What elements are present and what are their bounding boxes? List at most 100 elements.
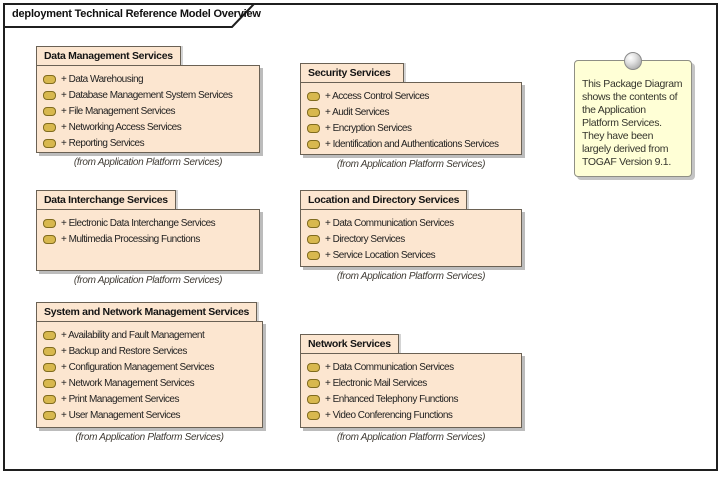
package-item[interactable]: + Electronic Mail Services (307, 375, 521, 391)
package-system-and-network-management-services: System and Network Management Services +… (36, 302, 263, 443)
package-element-icon (43, 138, 56, 148)
package-item[interactable]: + Networking Access Services (43, 119, 259, 135)
package-tab[interactable]: System and Network Management Services (36, 302, 258, 321)
package-element-icon (43, 330, 56, 340)
package-tab[interactable]: Data Interchange Services (36, 190, 176, 209)
package-item[interactable]: + Reporting Services (43, 135, 259, 151)
package-item-label: + File Management Services (61, 105, 176, 117)
package-element-icon (307, 250, 320, 260)
package-item-label: + Data Warehousing (61, 73, 144, 85)
package-item-label: + Data Communication Services (325, 361, 454, 373)
package-item[interactable]: + Video Conferencing Functions (307, 407, 521, 423)
package-item[interactable]: + Print Management Services (43, 391, 262, 407)
package-tab[interactable]: Network Services (300, 334, 399, 353)
package-element-icon (43, 410, 56, 420)
package-item[interactable]: + Audit Services (307, 104, 521, 120)
pin-icon (624, 52, 642, 70)
package-name: Data Management Services (44, 50, 173, 62)
package-item-label: + Configuration Management Services (61, 361, 214, 373)
package-body[interactable]: + Data Warehousing + Database Management… (36, 65, 260, 153)
package-body[interactable]: + Electronic Data Interchange Services +… (36, 209, 260, 271)
package-item-label: + Multimedia Processing Functions (61, 233, 200, 245)
package-item[interactable]: + Multimedia Processing Functions (43, 231, 259, 247)
package-element-icon (43, 90, 56, 100)
package-element-icon (43, 218, 56, 228)
package-item-label: + Print Management Services (61, 393, 179, 405)
package-item[interactable]: + Database Management System Services (43, 87, 259, 103)
package-item[interactable]: + Data Communication Services (307, 215, 521, 231)
package-item[interactable]: + Electronic Data Interchange Services (43, 215, 259, 231)
package-item-label: + Networking Access Services (61, 121, 182, 133)
package-item[interactable]: + Configuration Management Services (43, 359, 262, 375)
sticky-note[interactable]: This Package Diagram shows the contents … (574, 52, 692, 177)
package-tab[interactable]: Location and Directory Services (300, 190, 468, 209)
package-origin-label: (from Application Platform Services) (336, 159, 486, 170)
package-element-icon (43, 346, 56, 356)
note-text: This Package Diagram shows the contents … (582, 78, 683, 168)
package-name: System and Network Management Services (44, 306, 250, 318)
package-item-label: + Audit Services (325, 106, 389, 118)
package-item-label: + Enhanced Telephony Functions (325, 393, 458, 405)
package-element-icon (43, 122, 56, 132)
package-origin-label: (from Application Platform Services) (336, 271, 486, 282)
package-origin-label: (from Application Platform Services) (75, 432, 224, 443)
package-item[interactable]: + Enhanced Telephony Functions (307, 391, 521, 407)
package-item-label: + Electronic Data Interchange Services (61, 217, 216, 229)
package-tab[interactable]: Security Services (300, 63, 404, 82)
package-item[interactable]: + Service Location Services (307, 247, 521, 263)
package-security-services: Security Services + Access Control Servi… (300, 63, 522, 170)
package-element-icon (307, 123, 320, 133)
package-element-icon (307, 139, 320, 149)
package-item-label: + Identification and Authentications Ser… (325, 138, 499, 150)
package-item[interactable]: + Backup and Restore Services (43, 343, 262, 359)
package-item-label: + Electronic Mail Services (325, 377, 427, 389)
package-element-icon (307, 107, 320, 117)
package-item[interactable]: + Identification and Authentications Ser… (307, 136, 521, 152)
package-item[interactable]: + User Management Services (43, 407, 262, 423)
package-element-icon (43, 378, 56, 388)
package-item[interactable]: + Network Management Services (43, 375, 262, 391)
package-item-label: + Video Conferencing Functions (325, 409, 453, 421)
package-item[interactable]: + Data Communication Services (307, 359, 521, 375)
package-item-label: + Network Management Services (61, 377, 195, 389)
package-item[interactable]: + Availability and Fault Management (43, 327, 262, 343)
package-item-label: + Data Communication Services (325, 217, 454, 229)
package-element-icon (43, 74, 56, 84)
package-body[interactable]: + Availability and Fault Management + Ba… (36, 321, 263, 428)
package-data-management-services: Data Management Services + Data Warehous… (36, 46, 260, 168)
package-body[interactable]: + Access Control Services + Audit Servic… (300, 82, 522, 155)
package-element-icon (43, 234, 56, 244)
package-tab[interactable]: Data Management Services (36, 46, 181, 65)
package-name: Data Interchange Services (44, 194, 168, 206)
package-element-icon (307, 234, 320, 244)
package-data-interchange-services: Data Interchange Services + Electronic D… (36, 190, 260, 286)
package-item-label: + Access Control Services (325, 90, 429, 102)
package-body[interactable]: + Data Communication Services + Director… (300, 209, 522, 267)
package-item[interactable]: + Directory Services (307, 231, 521, 247)
package-item[interactable]: + Encryption Services (307, 120, 521, 136)
package-item-label: + Reporting Services (61, 137, 145, 149)
package-element-icon (307, 410, 320, 420)
package-element-icon (307, 218, 320, 228)
package-item-label: + Directory Services (325, 233, 405, 245)
package-item[interactable]: + Data Warehousing (43, 71, 259, 87)
package-item[interactable]: + Access Control Services (307, 88, 521, 104)
package-location-and-directory-services: Location and Directory Services + Data C… (300, 190, 522, 282)
package-element-icon (43, 362, 56, 372)
package-origin-label: (from Application Platform Services) (336, 432, 486, 443)
package-body[interactable]: + Data Communication Services + Electron… (300, 353, 522, 428)
package-item-label: + Database Management System Services (61, 89, 233, 101)
package-origin-label: (from Application Platform Services) (73, 157, 223, 168)
package-element-icon (43, 394, 56, 404)
package-name: Network Services (308, 338, 391, 350)
package-element-icon (43, 106, 56, 116)
package-item-label: + User Management Services (61, 409, 181, 421)
frame-label-shape (3, 3, 257, 28)
diagram-title: deployment Technical Reference Model Ove… (12, 8, 261, 20)
package-element-icon (307, 362, 320, 372)
package-element-icon (307, 91, 320, 101)
package-element-icon (307, 394, 320, 404)
package-item[interactable]: + File Management Services (43, 103, 259, 119)
package-item-label: + Backup and Restore Services (61, 345, 187, 357)
